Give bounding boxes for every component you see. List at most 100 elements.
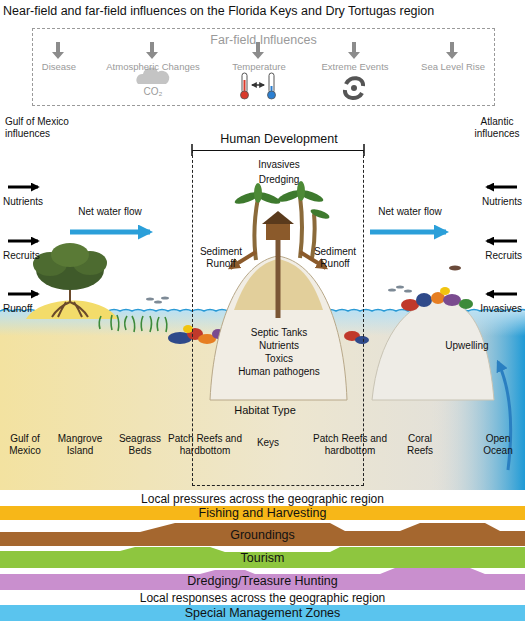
hurricane-icon [351, 85, 357, 91]
diagram-label: Invasives [460, 303, 522, 315]
pressure-band: Tourism [0, 546, 525, 568]
node-text: Dredging [229, 174, 329, 186]
node-heading: Special Management Zones [0, 606, 525, 620]
response-band: Special Management Zones [0, 605, 525, 621]
diagram-label: Recruits [3, 250, 65, 262]
thermometer-icon [252, 84, 264, 86]
pressure-band: Groundings [0, 520, 525, 546]
influence-arrow [8, 293, 38, 296]
fish [449, 266, 461, 271]
diagram-label: Atlantic influences [470, 116, 524, 139]
band-shape [0, 547, 525, 568]
pressure-band: Fishing and Harvesting [0, 506, 525, 520]
keys-island [262, 211, 294, 224]
diagram-label: Patch Reefs and hardbottom [312, 433, 388, 456]
hurricane-icon [346, 78, 363, 86]
diagram-label: Local pressures across the geographic re… [0, 492, 525, 506]
band-shape [0, 523, 525, 546]
node-text: Toxics [219, 353, 339, 365]
water-flow-arrow [370, 230, 446, 235]
pressure-band: Dredging/Treasure Hunting [0, 568, 525, 590]
node-text: Sediment Runoff [309, 246, 361, 269]
diagram-label: Seagrass Beds [115, 433, 165, 456]
diagram-label: Gulf of Mexico influences [5, 116, 81, 139]
diagram-label: Recruits [460, 250, 522, 262]
water-flow-arrow [70, 230, 446, 235]
node-text: Human pathogens [219, 366, 339, 378]
water-flow-arrow [70, 230, 150, 235]
fish [404, 289, 412, 292]
diagram-label: Patch Reefs and hardbottom [167, 433, 243, 456]
thermometer-icon [269, 73, 274, 93]
far-field-arrow [348, 42, 360, 59]
influence-arrow [8, 186, 38, 189]
diagram-label: Coral Reefs [395, 433, 445, 456]
node-text: Temperature [214, 62, 304, 73]
thermometer-icon [268, 91, 276, 99]
far-field-box: Far-field InfluencesDiseaseAtmospheric C… [32, 28, 495, 106]
node-text: Sediment Runoff [195, 246, 247, 269]
diagram-label: Habitat Type [195, 404, 335, 417]
keys-island [210, 181, 347, 400]
diagram-title: Near-field and far-field influences on t… [3, 4, 523, 18]
coral-reef [440, 287, 450, 295]
keys-island [276, 238, 281, 318]
fish [154, 300, 162, 303]
influence-arrow [487, 293, 517, 296]
node-text: Sea Level Rise [408, 62, 498, 73]
node-text: Septic Tanks [219, 327, 339, 339]
coral-reef [443, 294, 461, 306]
fish [146, 297, 154, 300]
band-shape [0, 568, 525, 590]
seagrass [99, 315, 167, 332]
influence-arrow [8, 240, 38, 243]
node-text: CO₂ [133, 86, 173, 98]
coral-reef [416, 293, 432, 307]
node-heading: Human Development [193, 132, 365, 146]
node-text: Nutrients [219, 340, 339, 352]
keys-island [266, 223, 290, 240]
node-text: Invasives [229, 159, 329, 171]
diagram-label: Net water flow [55, 206, 165, 218]
fish [161, 296, 169, 299]
keys-island [309, 207, 330, 220]
keys-island [254, 196, 314, 260]
node-heading: Tourism [0, 551, 525, 565]
thermometer-icon [241, 73, 276, 99]
node-text: Extreme Events [310, 62, 400, 73]
node-heading: Dredging/Treasure Hunting [0, 574, 525, 588]
far-field-arrow [446, 42, 458, 59]
diagram-label: Net water flow [355, 206, 465, 218]
node-text: Atmospheric Changes [98, 62, 208, 73]
mangrove-island [51, 243, 89, 267]
fish [396, 285, 404, 288]
diagram-label: Runoff [3, 303, 65, 315]
influence-arrow [487, 240, 517, 243]
diagram-label: Nutrients [3, 196, 65, 208]
node-text: Disease [14, 62, 104, 73]
far-field-arrow [52, 42, 64, 59]
seagrass [99, 315, 167, 332]
band-shape [0, 506, 525, 520]
node-heading: Far-field Influences [33, 33, 494, 47]
far-field-arrow [146, 42, 158, 59]
diagram-label: Mangrove Island [55, 433, 105, 456]
influence-arrow [487, 186, 517, 189]
fish [388, 288, 396, 291]
sediment-arrow [230, 252, 326, 268]
keys-island [254, 183, 262, 203]
hurricane-icon [345, 90, 362, 98]
thermometer-icon [242, 73, 247, 93]
node-heading: Groundings [0, 528, 525, 542]
thermometer-icon [241, 91, 249, 99]
patch-reef [355, 336, 369, 344]
diagram-label: Open Ocean [472, 433, 524, 456]
diagram-label: Keys [248, 437, 288, 449]
coral-reef [459, 299, 473, 309]
band-shape [0, 605, 525, 621]
diagram-label: Local responses across the geographic re… [0, 591, 525, 605]
diagram-label: Nutrients [460, 196, 522, 208]
hurricane-icon [345, 78, 363, 98]
diagram-label: Gulf of Mexico [0, 433, 50, 456]
mangrove-island [26, 243, 118, 319]
